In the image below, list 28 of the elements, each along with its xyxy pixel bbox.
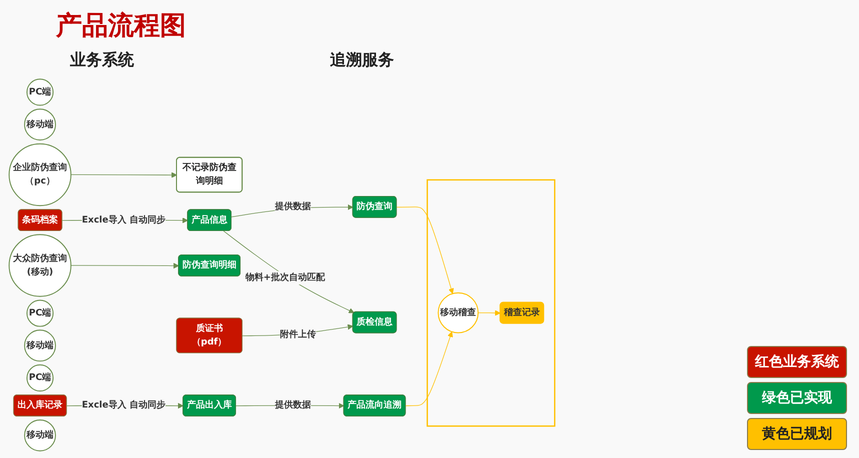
edge-label: 物料+批次自动匹配 <box>245 272 326 283</box>
arrow <box>396 206 454 294</box>
column-heading: 业务系统 <box>70 50 134 71</box>
edge-label: 提供数据 <box>274 400 311 410</box>
arrow <box>223 230 354 314</box>
node-circle: 移动端 <box>24 330 56 362</box>
legend-label: 红色业务系统 <box>755 353 839 371</box>
node-circle: PC端 <box>26 364 54 392</box>
diagram-title: 产品流程图 <box>56 10 186 43</box>
legend-label: 黄色已规划 <box>762 425 832 443</box>
node-circle: 大众防伪查询(移动) <box>8 234 72 297</box>
arrow <box>405 331 453 406</box>
node-circle: PC端 <box>26 78 54 106</box>
node-circle: 移动端 <box>24 419 56 452</box>
column-heading: 追溯服务 <box>330 50 394 71</box>
node-circle: PC端 <box>26 300 54 327</box>
arrow <box>70 172 178 178</box>
arrow <box>478 310 501 316</box>
cluster <box>426 179 556 427</box>
edge-label: Excle导入 自动同步 <box>82 214 166 225</box>
legend-label: 绿色已实现 <box>762 389 832 407</box>
node-circle: 移动端 <box>24 108 56 140</box>
edge-label: Excle导入 自动同步 <box>82 400 166 410</box>
node-circle: 企业防伪查询（pc） <box>8 143 72 206</box>
node-circle: 移动稽查 <box>438 292 479 334</box>
edge-label: 提供数据 <box>274 201 311 212</box>
arrow <box>70 262 179 269</box>
edge-label: 附件上传 <box>280 329 316 340</box>
